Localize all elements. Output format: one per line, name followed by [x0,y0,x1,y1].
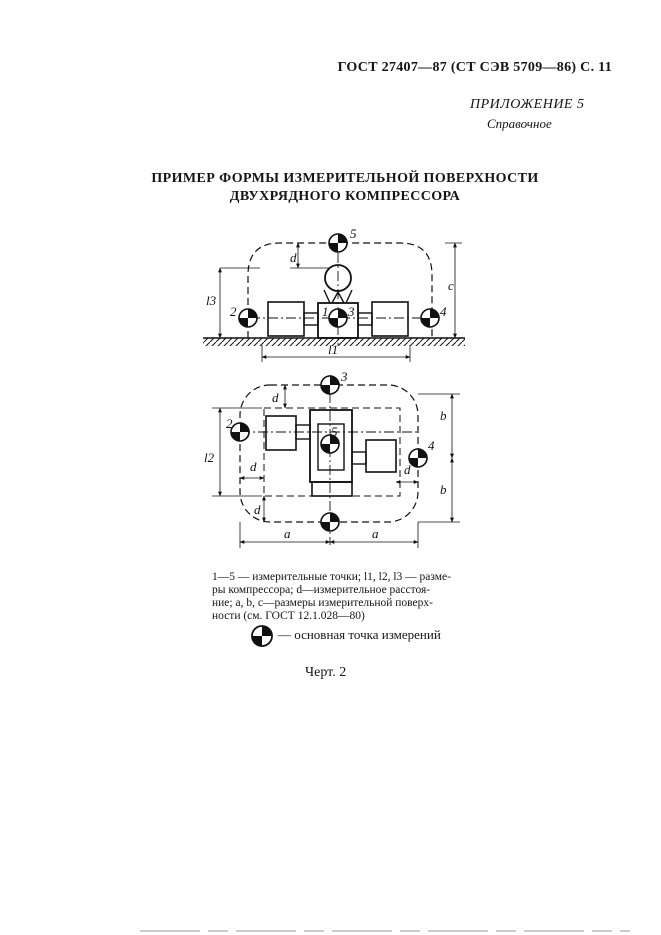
running-header: ГОСТ 27407—87 (СТ СЭВ 5709—86) С. 11 [337,60,612,75]
top-label-a-right: a [372,526,379,541]
top-label-d-top: d [272,390,279,405]
top-point-2-icon [230,422,250,442]
side-label-c: c [448,278,454,293]
top-label-b-upper: b [440,408,447,423]
top-label-4: 4 [428,438,435,453]
side-label-l1: l1 [328,342,338,357]
caption-line-3: ние; a, b, c—размеры измерительной повер… [212,597,433,609]
caption-line-4: ности (см. ГОСТ 12.1.028—80) [212,610,365,622]
top-label-d-left: d [250,459,257,474]
legend-text: — основная точка измерений [278,627,441,642]
side-point-5-icon [328,233,348,253]
side-point-4-icon [420,308,440,328]
top-point-bottom-icon [320,512,340,532]
top-base [311,481,353,497]
caption-line-1: 1—5 — измерительные точки; l1, l2, l3 — … [212,571,451,583]
page-title: ПРИМЕР ФОРМЫ ИЗМЕРИТЕЛЬНОЙ ПОВЕРХНОСТИ Д… [110,170,580,206]
top-cylinder-left [265,415,297,451]
top-label-b-lower: b [440,482,447,497]
caption-line-2: ры компрессора; d—измерительное расстоя- [212,584,431,596]
top-label-2: 2 [226,416,233,431]
side-view [203,235,465,362]
legend-measuring-point-icon [251,625,273,647]
top-cylinder-right [365,439,397,473]
title-line-2: ДВУХРЯДНОГО КОМПРЕССОРА [229,189,461,204]
top-label-5: 5 [331,424,338,439]
side-label-5: 5 [350,226,357,241]
side-connector-right [357,312,373,326]
top-point-3-icon [320,375,340,395]
side-label-1: 1 [322,304,329,319]
figure-number: Черт. 2 [305,665,347,680]
side-connector-left [303,312,319,326]
side-point-1-3-icon [328,308,348,328]
top-crankcase-inner [317,423,345,471]
appendix-type: Справочное [487,116,552,131]
side-point-2-icon [238,308,258,328]
top-label-a-left: a [284,526,291,541]
figure-caption: 1—5 — измерительные точки; l1, l2, l3 — … [212,571,474,623]
top-label-d-bottom: d [254,502,261,517]
side-label-2: 2 [230,304,237,319]
top-label-d-right: d [404,462,411,477]
top-label-3: 3 [340,369,348,384]
ground-hatch [203,338,465,346]
side-cylinder-left [267,301,305,337]
top-point-4-icon [408,448,428,468]
side-label-3: 3 [347,304,355,319]
title-line-1: ПРИМЕР ФОРМЫ ИЗМЕРИТЕЛЬНОЙ ПОВЕРХНОСТИ [151,171,539,186]
side-label-d: d [290,250,297,265]
appendix-label: ПРИЛОЖЕНИЕ 5 [470,97,585,112]
side-cylinder-right [371,301,409,337]
top-connector-right [351,451,367,465]
side-label-4: 4 [440,304,447,319]
top-label-l2: l2 [204,450,215,465]
side-label-l3: l3 [206,293,217,308]
